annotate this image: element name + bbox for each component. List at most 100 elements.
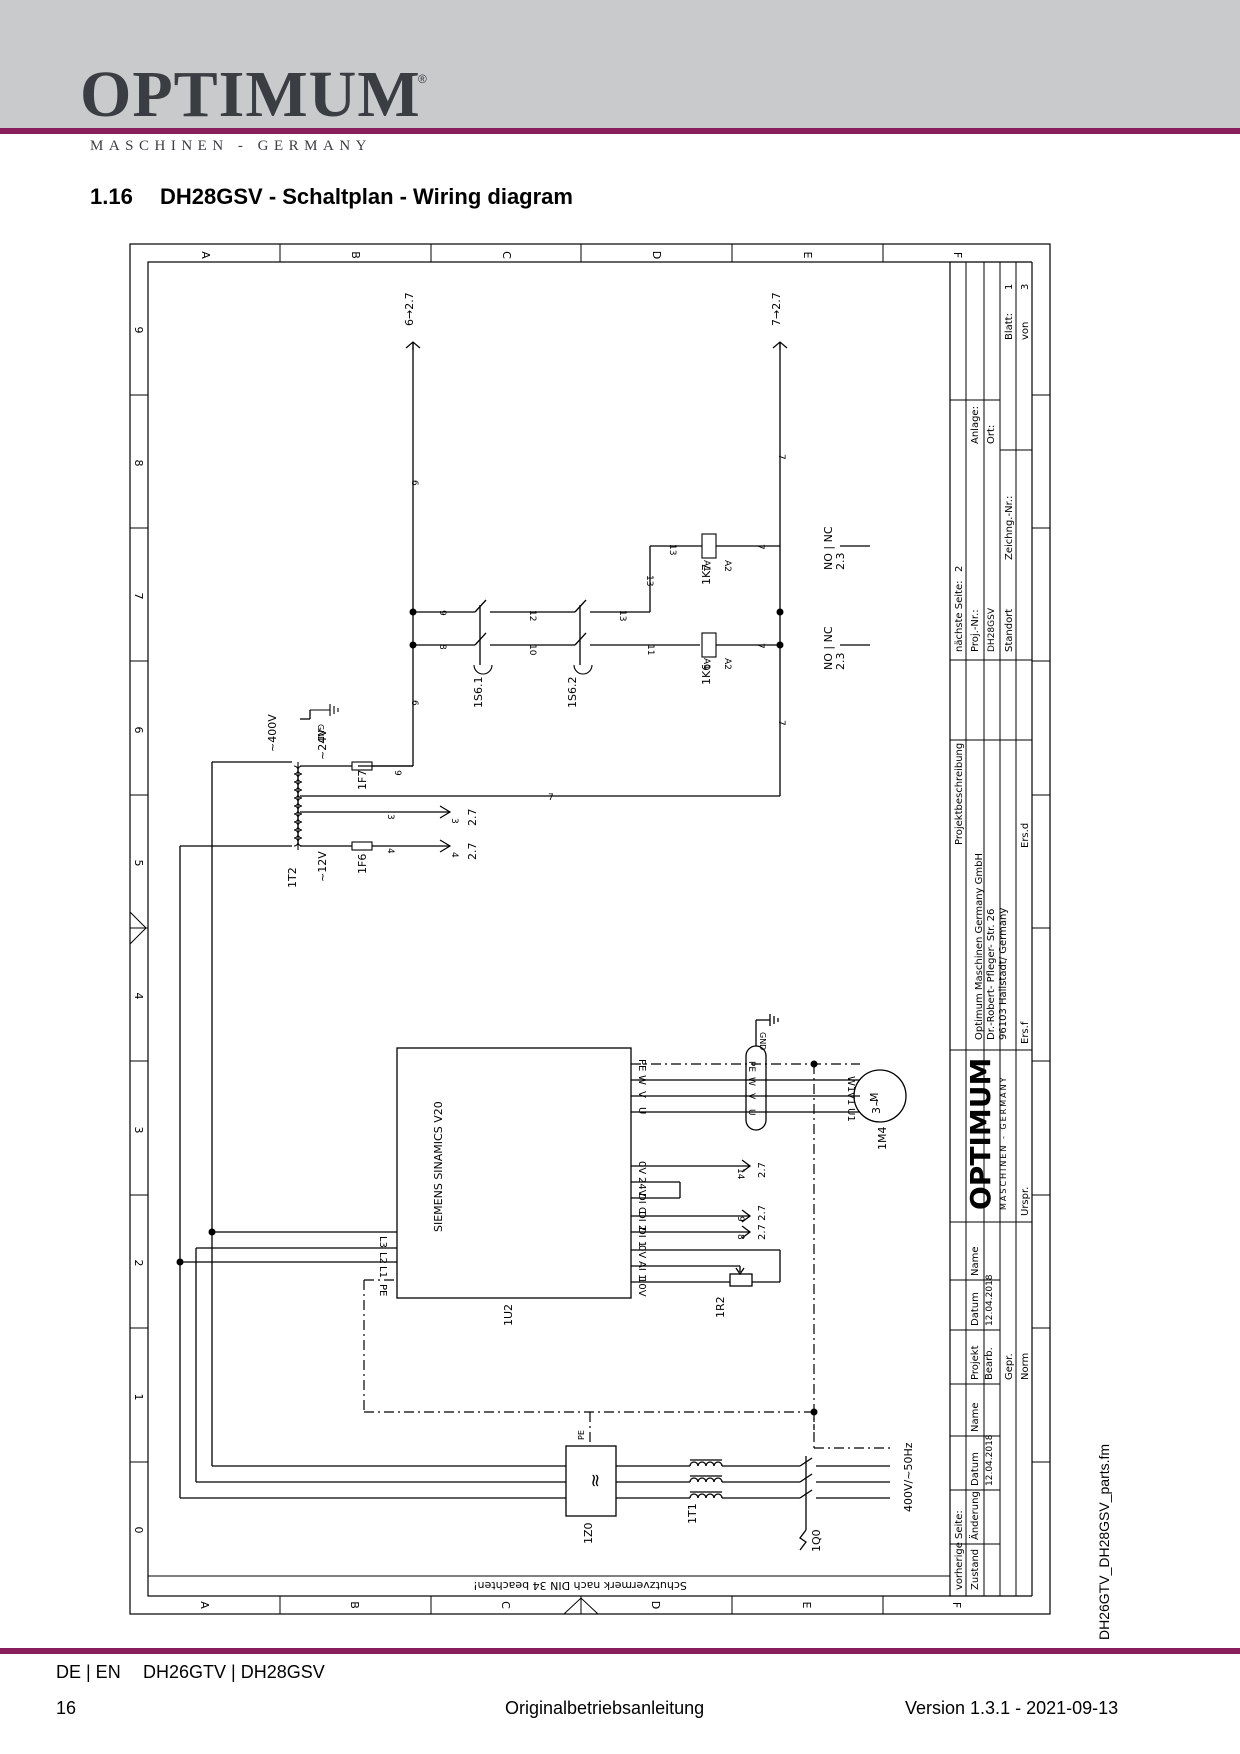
- inverter-tag: 1U2: [502, 1304, 515, 1326]
- page-number: 16: [56, 1698, 77, 1718]
- zone-number: 7: [132, 593, 145, 600]
- inverter-right-terminal: W: [636, 1075, 647, 1085]
- filter-pe: PE: [577, 1430, 586, 1440]
- wire-8: 8: [437, 644, 447, 650]
- ort-label: Ort:: [986, 425, 997, 444]
- shield-terminal: PE: [746, 1061, 756, 1072]
- wire-9: 9: [735, 1216, 745, 1222]
- motor-phase: 3~: [870, 1098, 883, 1114]
- zone-label-top: B: [349, 251, 362, 259]
- zustand-label: Zustand: [970, 1549, 981, 1590]
- relay-1k6-a2: A2: [722, 658, 732, 670]
- title-block-logo: OPTIMUM: [964, 1058, 997, 1210]
- wire-3: 3: [385, 814, 395, 820]
- inverter-right-terminal: DI 1: [636, 1227, 647, 1247]
- gepr-label: Gepr.: [1004, 1353, 1015, 1380]
- zone-label-top: E: [801, 252, 814, 259]
- relay-1k6-label: 1K6: [700, 664, 713, 685]
- inverter-right-terminal: 0V: [636, 1161, 647, 1174]
- filter-label: 1Z0: [582, 1522, 595, 1544]
- proj-nr-label: Proj.-Nr.:: [970, 609, 981, 652]
- wire-7: 7: [776, 720, 786, 726]
- zone-label-top: D: [650, 251, 663, 259]
- zeichn-label: Zeichng.-Nr.:: [1004, 496, 1015, 560]
- motor-terminal: W1: [845, 1076, 856, 1092]
- company-line-1: Optimum Maschinen Germany GmbH: [974, 853, 985, 1040]
- von-value: 3: [1020, 284, 1031, 290]
- footer-document: Originalbetriebsanleitung: [505, 1698, 705, 1718]
- side-file-name: DH26GTV_DH28GSV_parts.fm: [1096, 1443, 1112, 1640]
- zone-number: 1: [132, 1394, 145, 1401]
- brand-registered-mark: ®: [418, 72, 427, 86]
- inverter-right-terminal: AI 1: [636, 1261, 647, 1280]
- ers-f-label: Ers.f: [1020, 1021, 1031, 1044]
- footer-version: Version 1.3.1 - 2021-09-13: [905, 1698, 1119, 1718]
- wire-13: 13: [617, 610, 627, 621]
- zone-label-top: A: [199, 251, 212, 259]
- zone-number: 4: [132, 993, 145, 1000]
- standort-label: Standort: [1004, 609, 1015, 652]
- urspr-label: Urspr.: [1020, 1187, 1031, 1216]
- section-title: DH28GSV - Schaltplan - Wiring diagram: [160, 184, 573, 209]
- header-rule: [0, 128, 1240, 134]
- wire-7: 7: [755, 544, 765, 550]
- footer-rule: [0, 1648, 1240, 1654]
- shield-terminal: U: [746, 1109, 756, 1116]
- zone-label-top: F: [951, 252, 964, 258]
- main-switch-label: 1Q0: [810, 1529, 823, 1552]
- motor-terminal: V1: [845, 1092, 856, 1105]
- zone-number: 5: [132, 860, 145, 867]
- contact-ref-top: NO | NC: [822, 526, 835, 570]
- wire-14: 14: [735, 1168, 745, 1180]
- zone-label-bottom: E: [800, 1602, 813, 1609]
- switch-1s6-1-label: 1S6.1: [472, 677, 485, 708]
- footer-language: DE | EN: [56, 1662, 121, 1682]
- inverter-left-terminal: PE: [377, 1284, 388, 1296]
- zone-number: 6: [132, 727, 145, 734]
- filter-box: [565, 1445, 617, 1517]
- inverter-right-terminal: 24V: [636, 1177, 647, 1197]
- inverter-left-terminal: L2: [377, 1252, 388, 1264]
- gnd-label: GND: [316, 724, 325, 742]
- relay-1k6-a1: A1: [701, 658, 711, 670]
- wire-6: 6: [409, 480, 419, 486]
- switch-1s6-2-label: 1S6.2: [566, 677, 579, 708]
- datum-label: Datum: [970, 1292, 981, 1326]
- inverter-left-terminal: L3: [377, 1236, 388, 1248]
- date-value: 12.04.2018: [985, 1274, 995, 1326]
- zone-number: 0: [132, 1527, 145, 1534]
- blatt-value: 1: [1004, 284, 1015, 290]
- name-label: Name: [970, 1246, 981, 1276]
- zone-number: 8: [132, 460, 145, 467]
- drawing-inner-frame: [147, 261, 951, 1597]
- contact-ref-top: NO | NC: [822, 626, 835, 670]
- wire-7: 7: [548, 793, 554, 803]
- ref-4: 2.7: [466, 843, 479, 861]
- wire-12: 12: [527, 610, 537, 621]
- motor-terminal: U1: [845, 1108, 856, 1122]
- drawing-frame: [129, 243, 1051, 1615]
- voltage-12v: ~12V: [316, 851, 329, 882]
- ref-14: 2.7: [757, 1162, 768, 1178]
- motor-m: M: [868, 1093, 881, 1103]
- ers-d-label: Ers.d: [1020, 823, 1031, 848]
- supply-label: 400V/~50Hz: [902, 1442, 915, 1512]
- zone-label-bottom: F: [950, 1602, 963, 1608]
- inverter-right-terminal: DI C: [636, 1193, 647, 1214]
- inverter-right-terminal: PE: [636, 1059, 647, 1071]
- motor-symbol: [853, 1069, 907, 1123]
- inverter-box: [396, 1047, 632, 1299]
- blatt-label: Blatt:: [1004, 313, 1015, 340]
- proj-nr-value: DH28GSV: [987, 607, 997, 652]
- inverter-right-terminal: U: [636, 1107, 647, 1114]
- ref-7: 7→2.7: [770, 292, 783, 326]
- prev-page-label: vorherige Seite:: [954, 1510, 965, 1590]
- name-label: Name: [970, 1402, 981, 1432]
- relay-1k7-a2: A2: [722, 560, 732, 572]
- voltage-400v: ~400V: [266, 714, 279, 752]
- voltage-24v: ~24V: [316, 729, 329, 760]
- ref-3: 2.7: [466, 809, 479, 827]
- von-label: von: [1020, 322, 1031, 340]
- wire-9: 9: [437, 610, 447, 616]
